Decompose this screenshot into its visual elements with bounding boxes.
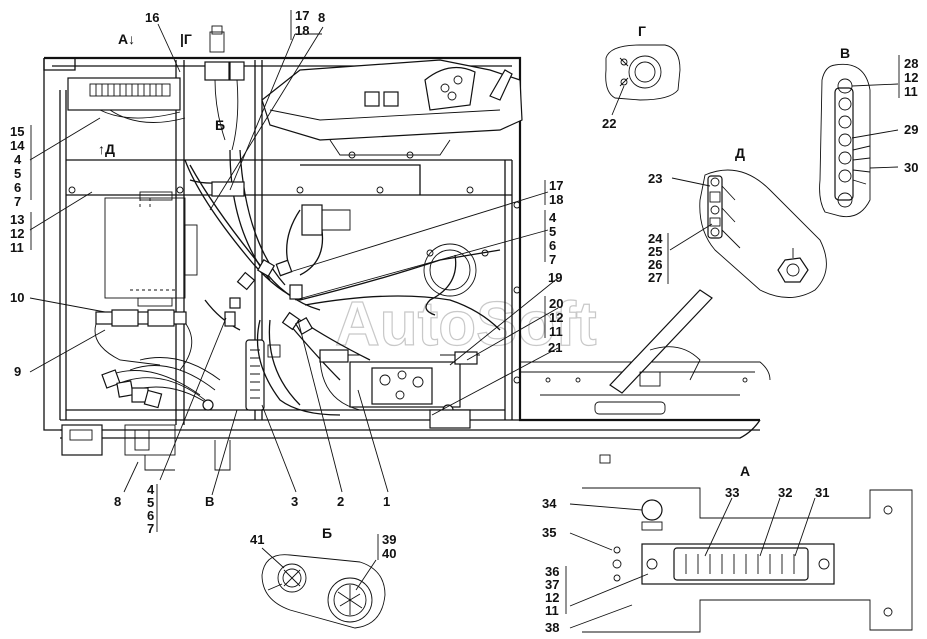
label-30: 30 (904, 160, 918, 175)
label-25: 25 (648, 244, 662, 259)
detail-view-a: А 34 33 32 31 35 36 37 12 11 38 (542, 463, 913, 635)
relay-box (104, 191, 198, 307)
main-harness (184, 149, 501, 416)
label-14: 14 (10, 138, 25, 153)
watermark: AutoSoft (335, 290, 597, 359)
label-1: 1 (383, 494, 390, 509)
central-junction-block (319, 349, 480, 429)
main-view-labels: 16 17 18 8 15 14 4 5 6 7 13 12 11 10 9 1… (10, 8, 563, 536)
detail-view-b: Б 41 39 40 (250, 525, 396, 629)
view-a-title: А (740, 463, 750, 479)
label-24: 24 (648, 231, 663, 246)
label-34: 34 (542, 496, 557, 511)
view-arrow-g: |Г (180, 31, 192, 47)
label-11-right: 11 (549, 324, 563, 339)
label-27: 27 (648, 270, 662, 285)
label-18-right: 18 (549, 192, 563, 207)
main-view: А↓ |Г Б ↑Д (43, 25, 771, 471)
label-18: 18 (295, 23, 309, 38)
leader-lines (29, 23, 559, 496)
label-19: 19 (548, 270, 562, 285)
label-23: 23 (648, 171, 662, 186)
label-6: 6 (14, 180, 21, 195)
label-16: 16 (145, 10, 159, 25)
label-17-right: 17 (549, 178, 563, 193)
label-17: 17 (295, 8, 309, 23)
label-9: 9 (14, 364, 21, 379)
label-12: 12 (10, 226, 24, 241)
label-28: 28 (904, 56, 918, 71)
connector-bar (94, 309, 193, 371)
label-31: 31 (815, 485, 829, 500)
label-35: 35 (542, 525, 556, 540)
label-11-a: 11 (545, 603, 559, 618)
label-36: 36 (545, 564, 559, 579)
label-12-a: 12 (545, 590, 559, 605)
label-21: 21 (548, 340, 562, 355)
label-7: 7 (14, 194, 21, 209)
ignition-switch (204, 25, 245, 151)
label-3: 3 (291, 494, 298, 509)
label-12-right: 12 (549, 310, 563, 325)
label-38: 38 (545, 620, 559, 635)
label-4-bottom: 4 (147, 482, 155, 497)
label-7-right: 7 (549, 252, 556, 267)
label-4: 4 (14, 152, 22, 167)
label-40: 40 (382, 546, 396, 561)
label-20: 20 (549, 296, 563, 311)
instrument-console (261, 59, 523, 159)
step-bracket (61, 424, 231, 471)
label-6-right: 6 (549, 238, 556, 253)
label-8-bottom: 8 (114, 494, 121, 509)
pedal-assembly (520, 289, 771, 464)
view-g-title: Г (638, 23, 646, 39)
view-arrow-b: Б (215, 117, 225, 133)
detail-view-v: В 28 12 11 29 30 (819, 45, 918, 218)
terminal-strip (245, 339, 281, 411)
label-12-v: 12 (904, 70, 918, 85)
label-26: 26 (648, 257, 662, 272)
label-11-v: 11 (904, 84, 918, 99)
fuse-block (67, 77, 186, 123)
wire-harness-lower-left (101, 357, 221, 411)
detail-view-g: Г 22 (602, 23, 681, 131)
label-32: 32 (778, 485, 792, 500)
label-8-top: 8 (318, 10, 325, 25)
label-5: 5 (14, 166, 21, 181)
label-13: 13 (10, 212, 24, 227)
label-v-bottom: В (205, 494, 214, 509)
label-15: 15 (10, 124, 24, 139)
view-b-title: Б (322, 525, 332, 541)
label-41: 41 (250, 532, 264, 547)
label-39: 39 (382, 532, 396, 547)
label-11: 11 (10, 240, 24, 255)
label-4-right: 4 (549, 210, 557, 225)
label-22: 22 (602, 116, 616, 131)
view-d-title: Д (735, 145, 745, 161)
round-sensor (423, 243, 489, 316)
label-29: 29 (904, 122, 918, 137)
label-10: 10 (10, 290, 24, 305)
view-arrow-d: ↑Д (98, 141, 115, 157)
detail-view-d: Д 23 24 25 26 27 (648, 145, 827, 298)
label-5-right: 5 (549, 224, 556, 239)
label-6-bottom: 6 (147, 508, 154, 523)
label-7-bottom: 7 (147, 521, 154, 536)
label-37: 37 (545, 577, 559, 592)
label-5-bottom: 5 (147, 495, 154, 510)
view-v-title: В (840, 45, 850, 61)
label-33: 33 (725, 485, 739, 500)
view-arrow-a: А↓ (118, 31, 135, 47)
label-2: 2 (337, 494, 344, 509)
